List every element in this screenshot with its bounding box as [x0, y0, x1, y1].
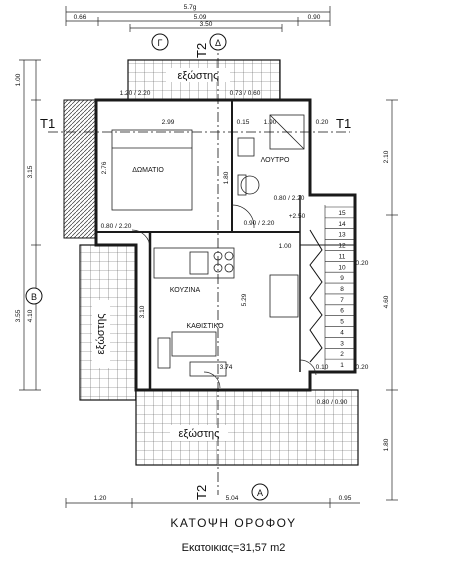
- dim-inner-13: 0.20: [356, 364, 369, 371]
- dim-inner-2: 1.90: [264, 119, 277, 126]
- dim-w1: 1.20 / 2.20: [120, 90, 151, 97]
- dimension-lines: [19, 6, 398, 508]
- dim-inner-7: 3.10: [139, 305, 146, 318]
- stair-step-number: 9: [340, 275, 344, 282]
- bathroom-fixtures: [237, 114, 305, 196]
- dim-left-4: 4.10: [27, 309, 34, 322]
- stair-step-number: 15: [338, 210, 346, 217]
- stair-step-number: 8: [340, 286, 344, 293]
- planter: [63, 99, 97, 239]
- dim-top-right: 0.90: [308, 14, 321, 21]
- dim-left-1: 1.00: [15, 73, 22, 86]
- stair-step-number: 2: [340, 351, 344, 358]
- section-t2-top: T2: [194, 43, 209, 58]
- dim-bottom-right: 0.95: [339, 495, 352, 502]
- dim-inner-4: 0.20: [316, 119, 329, 126]
- dim-inner-9: 5.29: [241, 293, 248, 306]
- dim-level: +2.50: [289, 213, 306, 220]
- stair-step-number: 6: [340, 308, 344, 315]
- drawing-title: ΚΑΤΟΨΗ ΟΡΟΦΟΥ: [170, 516, 297, 530]
- axis-bubble-d: [209, 33, 227, 51]
- dim-d3: 0.80 / 2.20: [101, 223, 132, 230]
- dim-top-left: 0.66: [74, 14, 87, 21]
- bed: [111, 129, 193, 211]
- dim-right-1: 2.10: [383, 150, 390, 163]
- dim-top-total: 5.7g: [184, 4, 197, 11]
- dim-w2: 0.73 / 0.60: [230, 90, 261, 97]
- stair-step-number: 7: [340, 297, 344, 304]
- dim-d4: 0.80 / 0.90: [317, 399, 348, 406]
- room-living-label: ΚΑΘΙΣΤΙΚΟ: [186, 323, 224, 330]
- dim-bottom-left: 1.20: [94, 495, 107, 502]
- dim-inner-3: 0.15: [237, 119, 250, 126]
- door-swings: [131, 204, 317, 389]
- stair-step-number: 11: [339, 253, 346, 260]
- balcony-top-label: εξώστης: [178, 70, 219, 82]
- stair-step-number: 4: [340, 329, 344, 336]
- balcony-bottom-label: εξώστης: [179, 428, 220, 440]
- area-label: Εκατοικιας=31,57 m2: [181, 542, 286, 554]
- dim-inner-12: 0.10: [316, 364, 329, 371]
- dim-d1: 0.80 / 2.20: [274, 195, 305, 202]
- axis-bubble-g: [151, 33, 169, 51]
- dim-d2: 0.90 / 2.20: [244, 220, 275, 227]
- axis-bubble-a: [251, 483, 269, 501]
- dim-left-3: 3.55: [15, 309, 22, 322]
- room-bedroom-label: ΔΩΜΑΤΙΟ: [132, 167, 164, 174]
- section-t1-right: T1: [336, 116, 351, 131]
- section-t2-bottom: T2: [194, 485, 209, 500]
- stair-step-number: 13: [338, 232, 346, 239]
- stair-zigzag: [309, 229, 323, 363]
- section-t1-left: T1: [40, 116, 55, 131]
- kitchen-counter: [153, 247, 235, 279]
- dim-right-2: 4.60: [383, 295, 390, 308]
- axis-bubble-b: [25, 287, 43, 305]
- axis-a-label: A: [257, 488, 263, 498]
- dim-inner-10: 3.74: [220, 364, 233, 371]
- stair-step-number: 14: [338, 221, 346, 228]
- dim-inner-8: 1.80: [223, 171, 230, 184]
- dim-right-3: 1.80: [383, 438, 390, 451]
- room-kitchen-label: ΚΟΥΖΙΝΑ: [170, 287, 201, 294]
- stair-step-number: 12: [338, 243, 346, 250]
- dim-top-mid: 5.09: [194, 14, 207, 21]
- stair-step-number: 10: [338, 264, 346, 271]
- axis-b-label: B: [31, 292, 37, 302]
- walls: [94, 98, 357, 392]
- dining-set: [157, 274, 299, 377]
- dim-inner-11: 0.20: [356, 260, 369, 267]
- dim-inner-1: 2.99: [162, 119, 175, 126]
- dim-bottom-mid: 5.04: [226, 495, 239, 502]
- axis-g-label: Γ: [158, 38, 163, 48]
- dim-inner-6: 2.76: [101, 161, 108, 174]
- balcony-left-label: εξώστης: [95, 314, 107, 355]
- axis-d-label: Δ: [215, 38, 221, 48]
- dim-left-2: 3.15: [27, 165, 34, 178]
- dim-inner-5: 1.00: [279, 243, 292, 250]
- stair-step-number: 3: [340, 340, 344, 347]
- section-lines: [48, 40, 350, 495]
- dim-top-inner: 3.50: [200, 21, 213, 28]
- room-bathroom-label: ΛΟΥΤΡΟ: [261, 157, 290, 164]
- stair-step-number: 5: [340, 319, 344, 326]
- stair-step-number: 1: [340, 362, 344, 369]
